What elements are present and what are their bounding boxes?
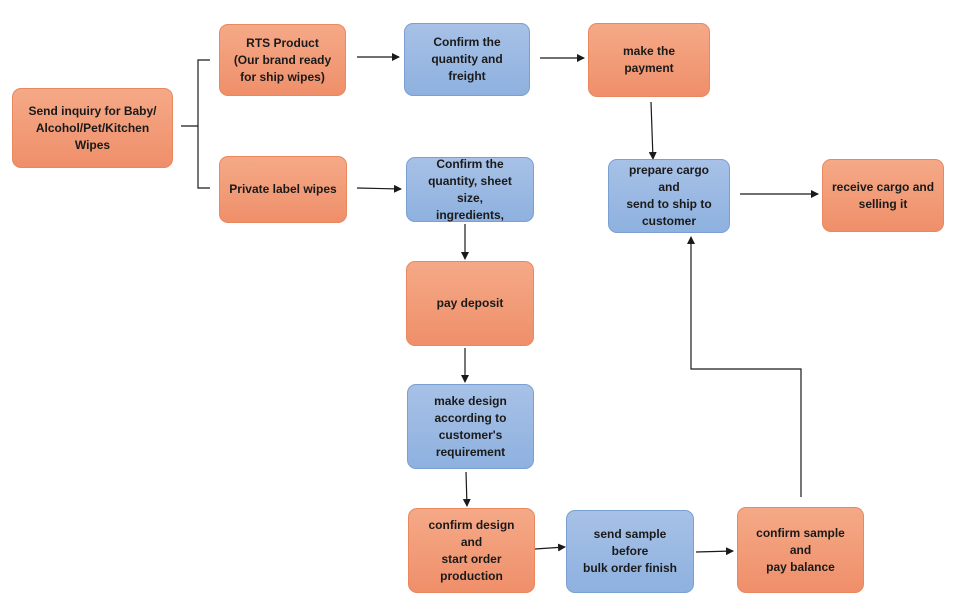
node-send-sample: send sample before bulk order finish — [566, 510, 694, 593]
node-rts-product: RTS Product (Our brand ready for ship wi… — [219, 24, 346, 96]
arrow-confirm-design-to-sample — [534, 543, 566, 552]
node-confirm-sample: confirm sample and pay balance — [737, 507, 864, 593]
node-prepare-cargo: prepare cargo and send to ship to custom… — [608, 159, 730, 233]
node-confirm-design: confirm design and start order productio… — [408, 508, 535, 593]
node-pay-deposit: pay deposit — [406, 261, 534, 346]
split-bracket — [197, 59, 210, 189]
arrow-design-to-confirm-design — [462, 471, 471, 507]
arrow-sample-to-confirm-sample — [695, 547, 734, 556]
node-make-design: make design according to customer's requ… — [407, 384, 534, 469]
arrow-private-to-confirm-sheet — [356, 184, 402, 193]
node-confirm-qty-freight: Confirm the quantity and freight — [404, 23, 530, 96]
node-send-inquiry: Send inquiry for Baby/ Alcohol/Pet/Kitch… — [12, 88, 173, 168]
node-receive-cargo: receive cargo and selling it — [822, 159, 944, 232]
node-private-label: Private label wipes — [219, 156, 347, 223]
node-confirm-qty-sheet: Confirm the quantity, sheet size, ingred… — [406, 157, 534, 222]
arrow-confirm-sample-to-prepare — [687, 236, 802, 497]
arrow-payment-to-prepare — [648, 101, 657, 160]
node-make-payment: make the payment — [588, 23, 710, 97]
